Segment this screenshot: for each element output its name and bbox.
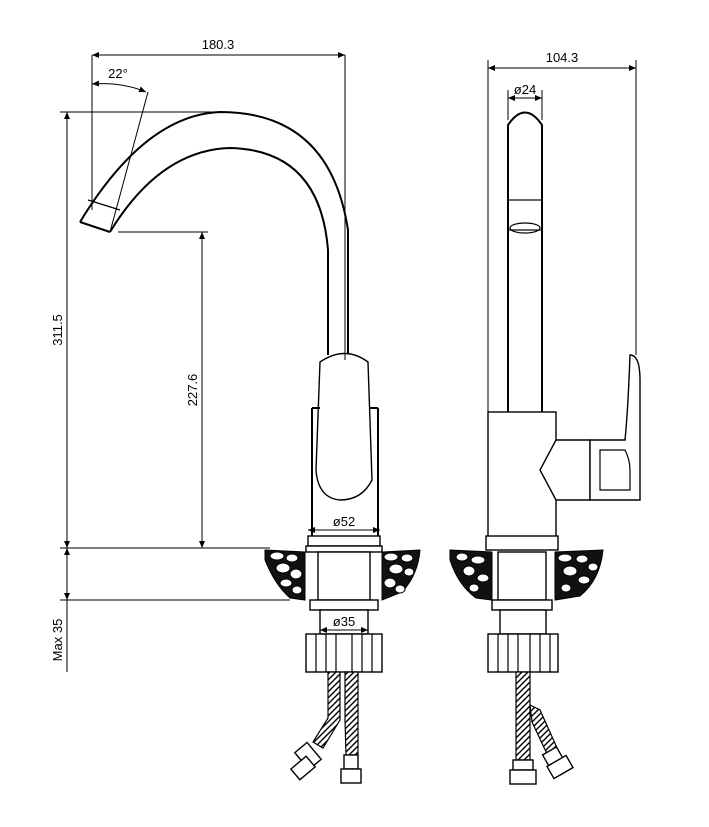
dimension-max-deck-thickness: Max 35 [50,548,290,672]
front-hoses [289,671,362,784]
dimension-swivel-angle: 22° [91,66,149,233]
spout-clearance-label: 227.6 [185,374,200,407]
overall-height-label: 311.5 [50,314,65,346]
dimension-overall-reach: 180.3 [91,37,346,360]
overall-reach-label: 180.3 [202,37,235,52]
spout-diameter-label: ø24 [514,82,536,97]
dimension-side-depth: 104.3 [487,50,637,412]
front-counter-section [264,549,421,601]
max-deck-thickness-label: Max 35 [50,619,65,662]
side-mounting-nut [487,633,559,673]
base-diameter-label: ø52 [333,514,355,529]
front-lever-handle [315,352,373,501]
side-hoses [509,671,574,785]
swivel-angle-label: 22° [108,66,128,81]
front-spout [79,110,349,355]
front-mounting-nut [305,633,383,673]
dimension-spout-clearance: 227.6 [118,231,208,548]
side-depth-label: 104.3 [546,50,579,65]
side-shank [491,551,553,635]
mount-hole-diameter-label: ø35 [333,614,355,629]
dimension-mount-hole-diameter: ø35 [320,614,368,633]
side-base-ring [485,535,559,551]
side-counter-section [449,549,604,601]
dimension-spout-diameter: ø24 [507,82,543,120]
side-spout [507,111,543,412]
dimension-overall-height: 311.5 [50,111,270,549]
front-view [79,110,421,784]
front-body [305,407,383,553]
dimension-base-diameter: ø52 [308,514,380,533]
side-view [449,111,641,785]
side-body [487,354,641,539]
